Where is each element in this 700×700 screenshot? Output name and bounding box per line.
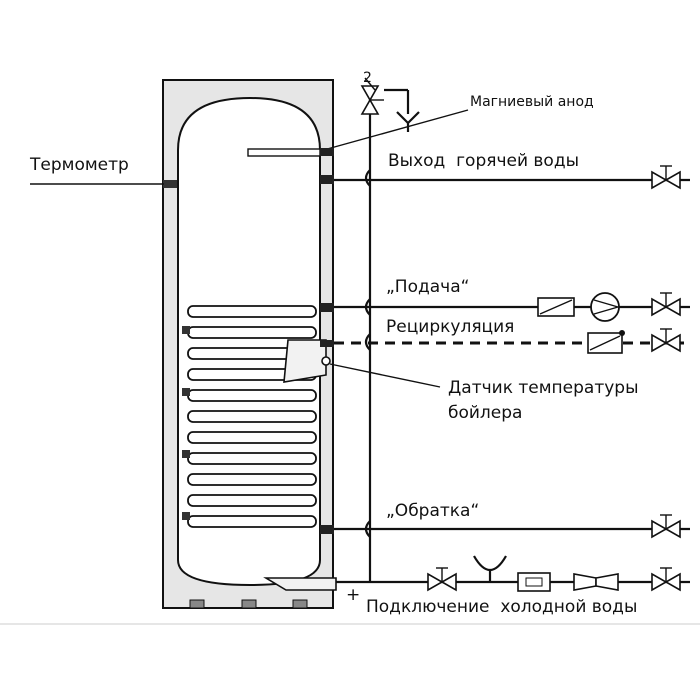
- anode-leader-line: [319, 109, 469, 152]
- circulation-pump: [590, 292, 620, 322]
- cold-reducer: [573, 573, 619, 591]
- label-thermometer: Термометр: [29, 155, 129, 175]
- tank-foot-mid: [241, 599, 257, 609]
- label-cold-water: Подключение холодной воды: [366, 597, 637, 617]
- tank-foot-right: [292, 599, 308, 609]
- cold-valve-1: [427, 567, 457, 592]
- label-safety-number: 2: [363, 70, 372, 86]
- label-sensor-line1: Датчик температуры: [448, 378, 639, 398]
- thermometer-nozzle: [163, 180, 177, 188]
- safety-valve: [360, 77, 420, 132]
- sensor-sleeve: [283, 339, 327, 383]
- label-recirculation: Рециркуляция: [386, 317, 514, 337]
- magnesium-anode-rod: [247, 148, 321, 157]
- recirculation-valve: [651, 328, 681, 353]
- drain-funnel: [473, 555, 507, 582]
- label-return: „Обратка“: [386, 501, 479, 521]
- label-supply: „Подача“: [386, 277, 469, 297]
- sensor-leader-line: [329, 363, 441, 388]
- return-valve: [651, 514, 681, 539]
- label-plus-sign: +: [346, 585, 360, 605]
- recirculation-pump: [587, 330, 625, 354]
- cold-inlet-tube: [263, 577, 337, 591]
- hot-water-valve: [651, 165, 681, 190]
- sensor-point: [321, 356, 331, 366]
- label-sensor-line2: бойлера: [448, 403, 522, 423]
- tank-foot-left: [189, 599, 205, 609]
- label-magnesium-anode: Магниевый анод: [470, 94, 594, 110]
- supply-valve: [651, 292, 681, 317]
- coil-supports: [182, 326, 190, 520]
- label-hot-water-outlet: Выход горячей воды: [388, 151, 579, 171]
- cold-valve-2: [651, 567, 681, 592]
- tank-nozzles: [320, 148, 334, 534]
